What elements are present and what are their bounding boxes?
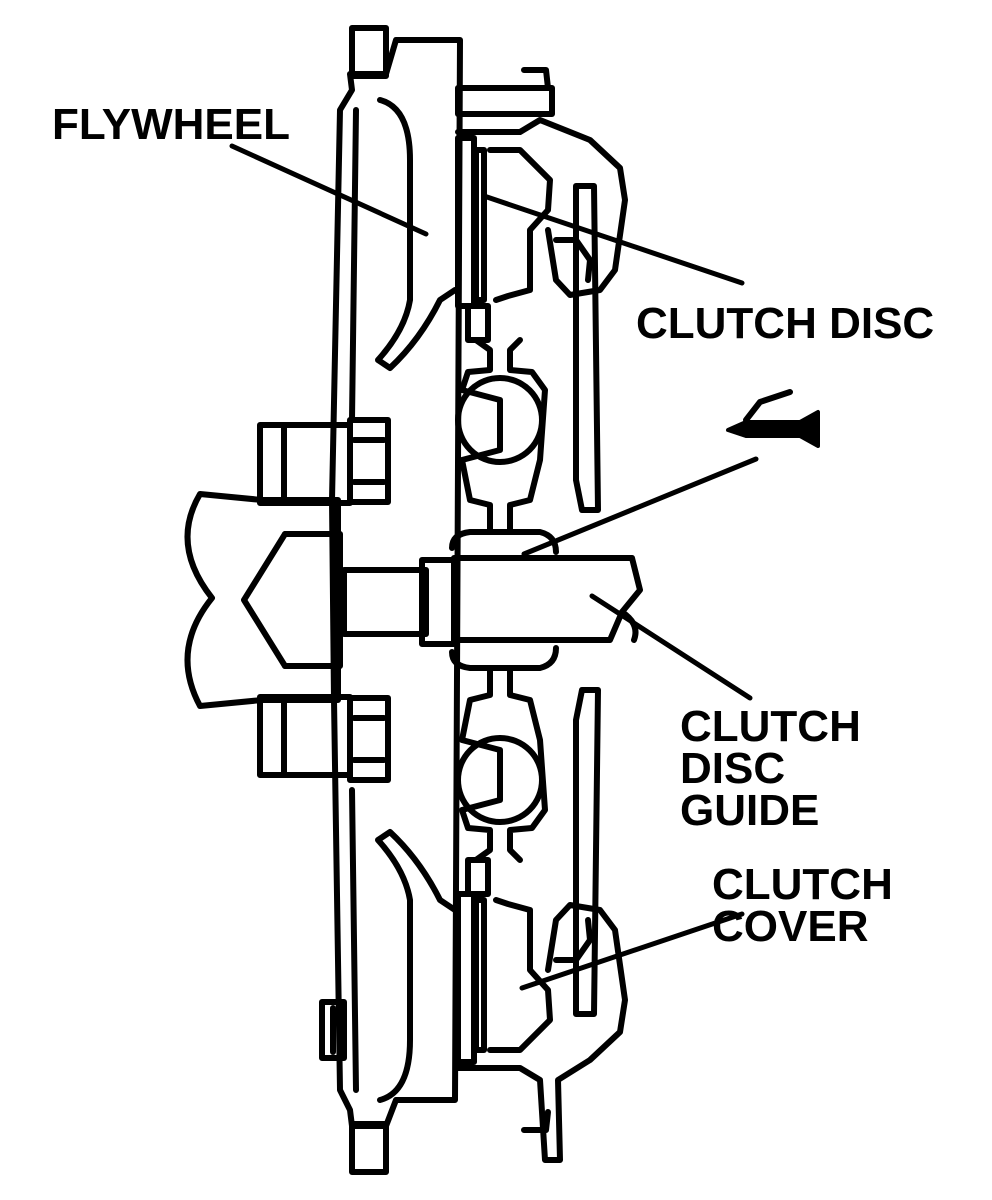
- label-flywheel: FLYWHEEL: [52, 100, 290, 149]
- label-clutch-cover-line-2: COVER: [712, 902, 869, 951]
- clutch-disc-part: [449, 135, 559, 1065]
- leader-grease: [521, 456, 759, 557]
- leader-guide: [589, 593, 753, 701]
- label-clutch-cover: CLUTCH COVER: [712, 860, 893, 951]
- clutch-disc-guide-part: [341, 555, 643, 647]
- flywheel-part: [319, 25, 463, 1175]
- label-clutch-disc: CLUTCH DISC: [636, 299, 935, 348]
- grease-gun-icon: [726, 389, 820, 448]
- label-clutch-disc-guide-line-2: DISC: [680, 744, 786, 793]
- label-clutch-disc-guide-line-1: CLUTCH: [680, 702, 861, 751]
- leader-lines: [229, 143, 759, 991]
- leader-cover: [519, 911, 745, 991]
- clutch-cover-part: [455, 67, 628, 1163]
- crankshaft-part: [184, 417, 391, 783]
- leader-clutch-disc: [481, 193, 745, 286]
- label-clutch-disc-guide: CLUTCH DISC GUIDE: [680, 702, 861, 835]
- leader-flywheel: [229, 143, 429, 237]
- label-clutch-cover-line-1: CLUTCH: [712, 860, 893, 909]
- label-clutch-disc-guide-line-3: GUIDE: [680, 786, 820, 835]
